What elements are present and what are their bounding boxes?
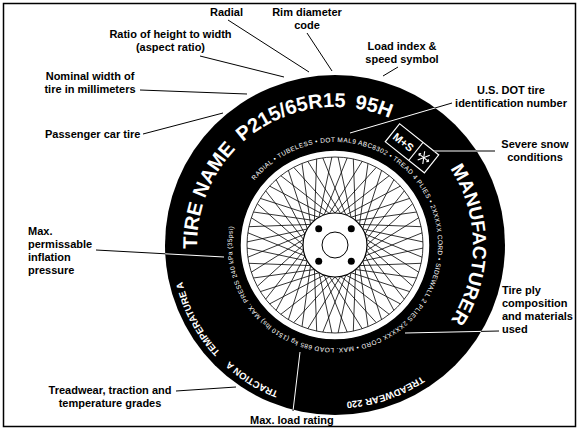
spoke-line bbox=[367, 218, 419, 251]
spoke-line bbox=[329, 277, 362, 329]
spoke-line bbox=[294, 167, 335, 213]
leader-lines bbox=[96, 20, 499, 411]
callout-label: Max. permissable inflation pressure bbox=[28, 225, 100, 277]
spoke-line bbox=[353, 159, 355, 221]
spoke-line bbox=[365, 180, 394, 235]
spoke-line bbox=[356, 212, 417, 221]
spoke-line bbox=[329, 161, 362, 213]
spoke-line bbox=[338, 273, 351, 333]
wheel-spokes bbox=[247, 157, 423, 333]
spoke-line bbox=[249, 263, 311, 265]
spoke-line bbox=[270, 186, 325, 215]
spoke-line bbox=[323, 158, 346, 215]
spoke-line bbox=[308, 161, 341, 213]
spoke-line bbox=[367, 239, 419, 272]
spoke-line bbox=[367, 191, 405, 240]
lug-nut bbox=[315, 258, 322, 265]
callout-label: Treadwear, traction and temperature grad… bbox=[40, 384, 180, 410]
spoke-line bbox=[253, 270, 314, 279]
frame bbox=[4, 4, 576, 427]
spoke-line bbox=[319, 273, 332, 333]
spoke-line bbox=[270, 275, 325, 304]
spoke-line bbox=[346, 275, 401, 304]
spoke-line bbox=[314, 270, 316, 332]
callout-label: Passenger car tire bbox=[45, 128, 140, 141]
spoke-line bbox=[247, 229, 307, 242]
spoke-line bbox=[281, 176, 330, 214]
spoke-line bbox=[363, 248, 423, 261]
spoke-line bbox=[308, 277, 341, 329]
spoke-line bbox=[314, 159, 316, 221]
spoke-line bbox=[266, 191, 304, 240]
spoke-line bbox=[257, 245, 303, 286]
spoke-line bbox=[353, 270, 355, 332]
tire-sidewall bbox=[165, 75, 505, 415]
callout-label: Radial bbox=[210, 6, 243, 19]
spoke-line bbox=[365, 256, 394, 311]
spoke-line bbox=[319, 157, 332, 217]
spoke-line bbox=[324, 275, 347, 332]
spoke-line bbox=[249, 224, 311, 226]
callout-label: Nominal width of tire in millimeters bbox=[40, 70, 140, 96]
spoke-line bbox=[360, 263, 422, 265]
snow-rating: M+S bbox=[391, 130, 416, 154]
sidewall-marking: TREADWEAR 220 bbox=[346, 374, 426, 410]
spoke-line bbox=[281, 277, 330, 315]
hub-center bbox=[322, 232, 348, 258]
callout-label: Severe snow conditions bbox=[498, 138, 572, 164]
spoke-line bbox=[266, 251, 304, 300]
spoke-line bbox=[276, 256, 305, 311]
sidewall-text: TIRE NAMEP215/65R1595HMANUFACTURERRADIAL… bbox=[174, 89, 491, 411]
spoke-line bbox=[360, 266, 369, 327]
sidewall-marking: TRACTION A bbox=[223, 359, 279, 399]
snowflake-symbol bbox=[415, 149, 432, 166]
lug-nut bbox=[315, 225, 322, 232]
spoke-line bbox=[302, 163, 311, 224]
sidewall-marking: 95H bbox=[354, 91, 396, 122]
spoke-line bbox=[338, 157, 351, 217]
sidewall-marking: MANUFACTURER bbox=[447, 160, 490, 329]
spoke-line bbox=[346, 186, 401, 215]
lug-nut bbox=[348, 258, 355, 265]
spoke-line bbox=[276, 180, 305, 235]
spoke-line bbox=[247, 248, 307, 261]
snow-box bbox=[385, 124, 438, 173]
spoke-line bbox=[335, 277, 376, 323]
callout-label: Rim diameter code bbox=[268, 6, 346, 32]
spoke-line bbox=[251, 218, 303, 251]
sidewall-marking: TEMPERATURE A bbox=[174, 281, 222, 358]
spoke-line bbox=[367, 251, 405, 300]
snow-mark: M+S bbox=[385, 124, 438, 173]
callout-label: Load index & speed symbol bbox=[356, 40, 448, 66]
spoke-line bbox=[341, 176, 390, 214]
spoke-line bbox=[341, 277, 390, 315]
spoke-line bbox=[365, 234, 422, 257]
callout-label: Max. load rating bbox=[250, 414, 334, 427]
lug-nut bbox=[348, 225, 355, 232]
spoke-line bbox=[248, 234, 305, 257]
spoke-line bbox=[363, 229, 423, 242]
wheel-hub bbox=[303, 213, 367, 277]
callout-label: Tire ply composition and materials used bbox=[502, 284, 576, 336]
spoke-line bbox=[360, 224, 422, 226]
callout-label: U.S. DOT tire identification number bbox=[450, 84, 572, 110]
leader-lines-on-tire bbox=[96, 20, 499, 411]
callout-label: Ratio of height to width (aspect ratio) bbox=[108, 28, 233, 54]
rim-edge bbox=[247, 157, 423, 333]
spoke-line bbox=[251, 239, 303, 272]
sidewall-marking: RADIAL • TUBELESS • DOT MAL9 ABC8302 • T… bbox=[226, 136, 444, 354]
wheel-rim bbox=[240, 150, 430, 340]
